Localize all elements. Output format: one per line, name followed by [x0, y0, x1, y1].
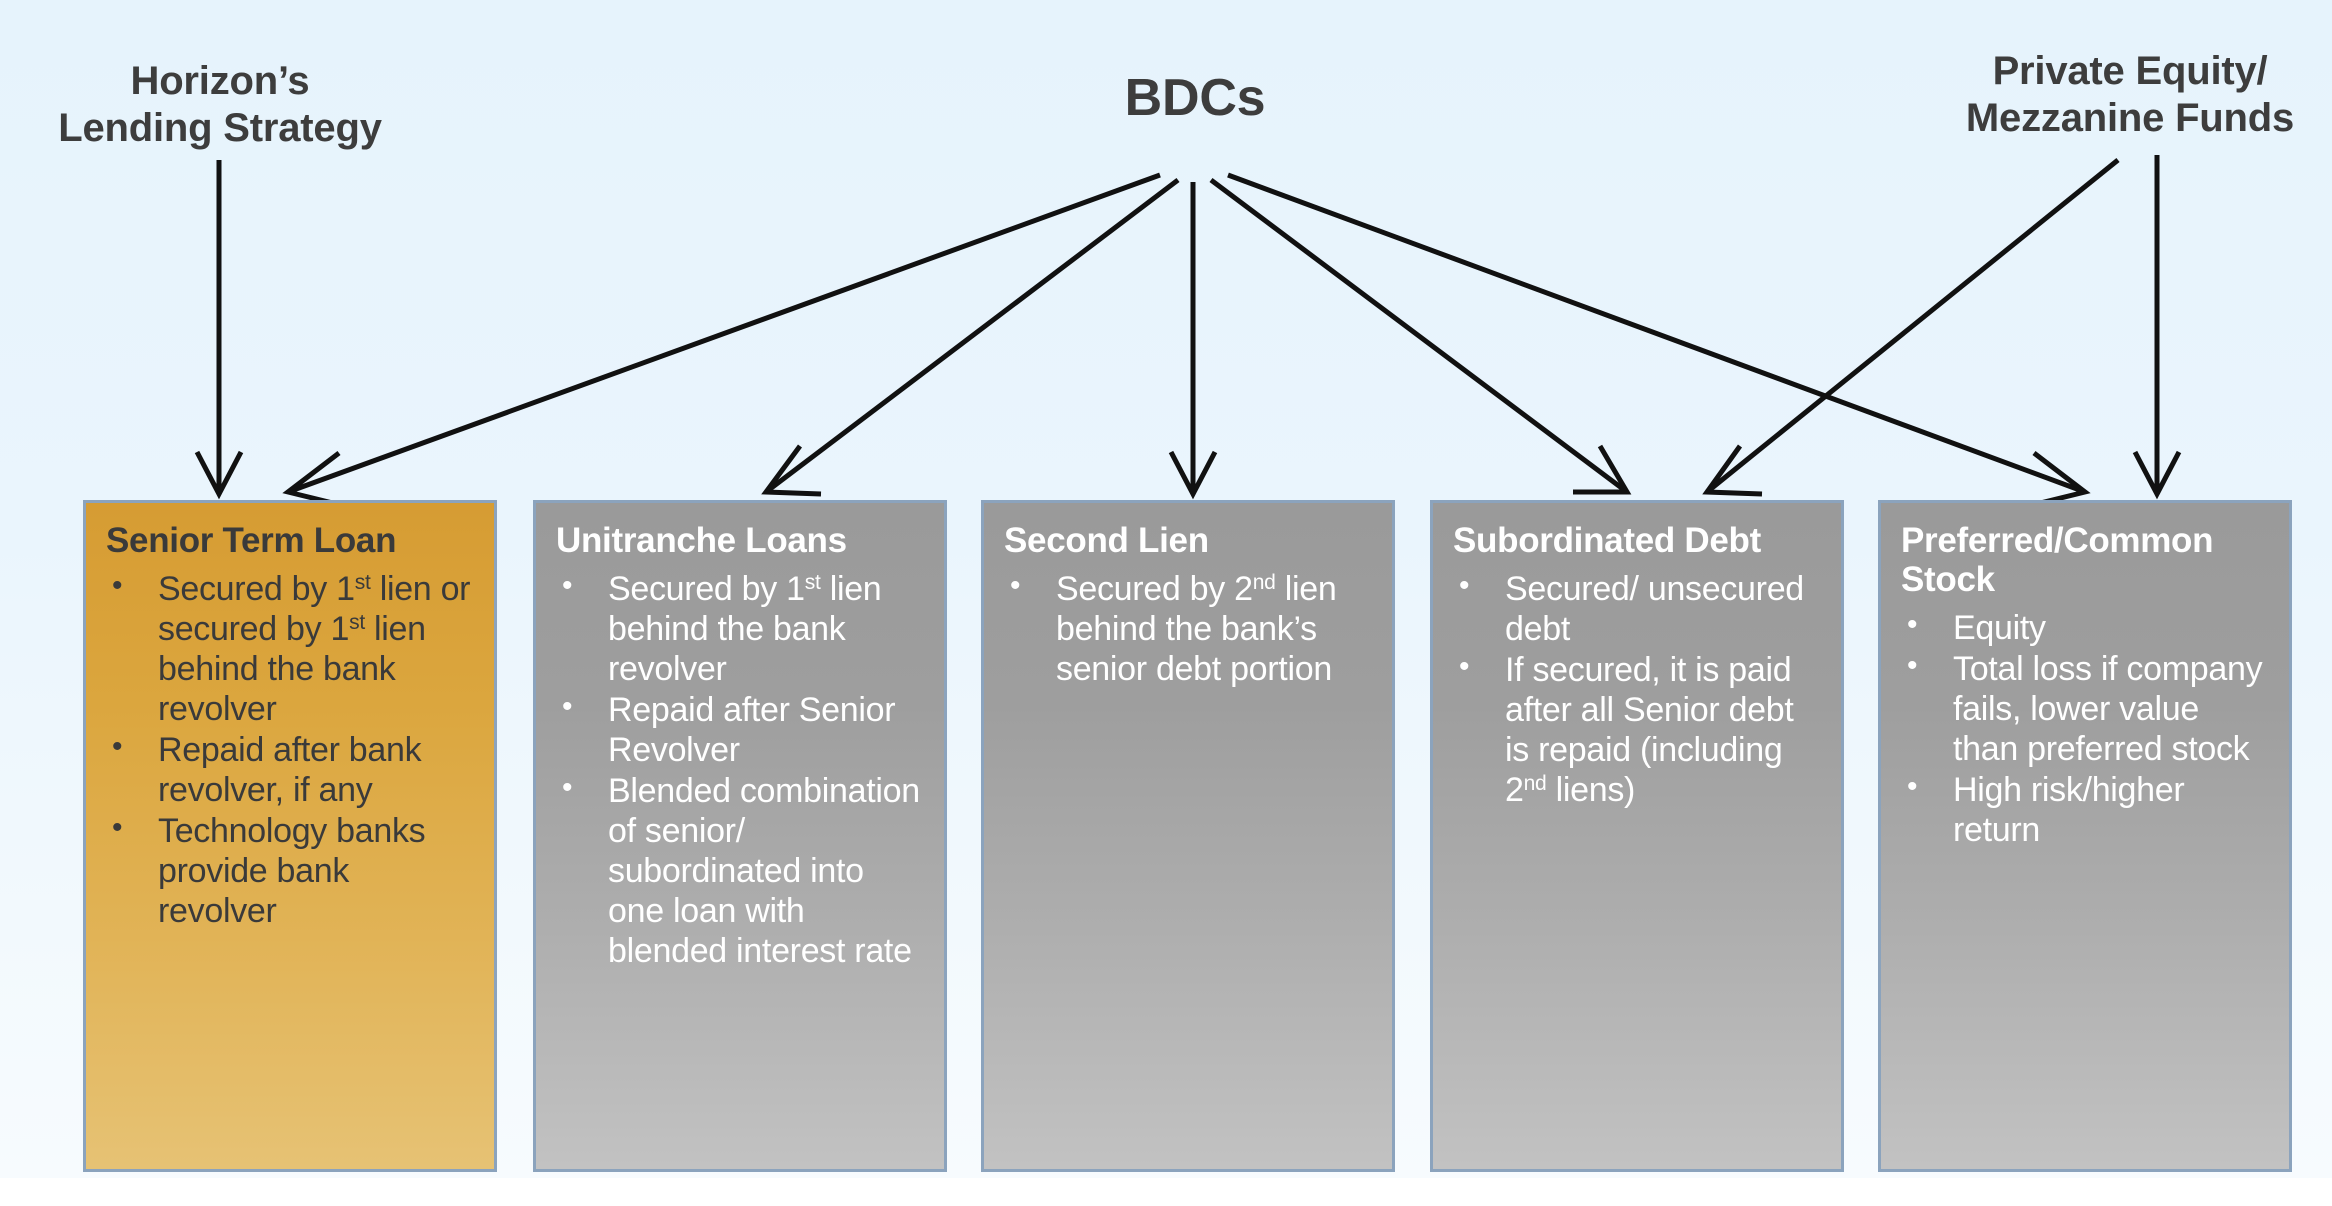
card-bullet-list: Secured by 1st lien or secured by 1st li…	[106, 568, 474, 932]
card-title: Senior Term Loan	[106, 521, 397, 560]
card-bullet-item: If secured, it is paid after all Senior …	[1453, 649, 1821, 811]
card-bullet-item: Secured by 2nd lien behind the bank’s se…	[1004, 568, 1372, 690]
card-title: Unitranche Loans	[556, 521, 847, 560]
card-title: Preferred/Common Stock	[1901, 521, 2214, 600]
card-bullet-item: Secured by 1st lien or secured by 1st li…	[106, 568, 474, 730]
card-bullet-item: Repaid after Senior Revolver	[556, 689, 924, 771]
card-bullet-item: Blended combination of senior/ subordina…	[556, 770, 924, 972]
card-preferred-common-stock[interactable]: Preferred/Common Stock EquityTotal loss …	[1878, 500, 2292, 1172]
card-bullet-item: Equity	[1901, 607, 2269, 649]
card-bullet-list: Secured/ unsecured debtIf secured, it is…	[1453, 568, 1821, 811]
card-bullet-item: Repaid after bank revolver, if any	[106, 729, 474, 811]
card-bullet-item: Secured by 1st lien behind the bank revo…	[556, 568, 924, 690]
card-bullet-list: Secured by 2nd lien behind the bank’s se…	[1004, 568, 1372, 690]
card-title: Subordinated Debt	[1453, 521, 1761, 560]
card-title: Second Lien	[1004, 521, 1209, 560]
card-second-lien[interactable]: Second Lien Secured by 2nd lien behind t…	[981, 500, 1395, 1172]
card-bullet-item: Technology banks provide bank revolver	[106, 810, 474, 932]
card-bullet-list: Secured by 1st lien behind the bank revo…	[556, 568, 924, 972]
label-horizons-lending-strategy: Horizon’s Lending Strategy	[58, 59, 382, 151]
label-bdcs: BDCs	[1124, 69, 1266, 127]
label-private-equity-mezzanine-funds: Private Equity/ Mezzanine Funds	[1965, 49, 2295, 141]
card-bullet-item: Secured/ unsecured debt	[1453, 568, 1821, 650]
card-senior-term-loan[interactable]: Senior Term Loan Secured by 1st lien or …	[83, 500, 497, 1172]
card-bullet-item: Total loss if company fails, lower value…	[1901, 648, 2269, 770]
card-unitranche-loans[interactable]: Unitranche Loans Secured by 1st lien beh…	[533, 500, 947, 1172]
card-bullet-item: High risk/higher return	[1901, 769, 2269, 851]
card-bullet-list: EquityTotal loss if company fails, lower…	[1901, 607, 2269, 851]
card-subordinated-debt[interactable]: Subordinated Debt Secured/ unsecured deb…	[1430, 500, 1844, 1172]
